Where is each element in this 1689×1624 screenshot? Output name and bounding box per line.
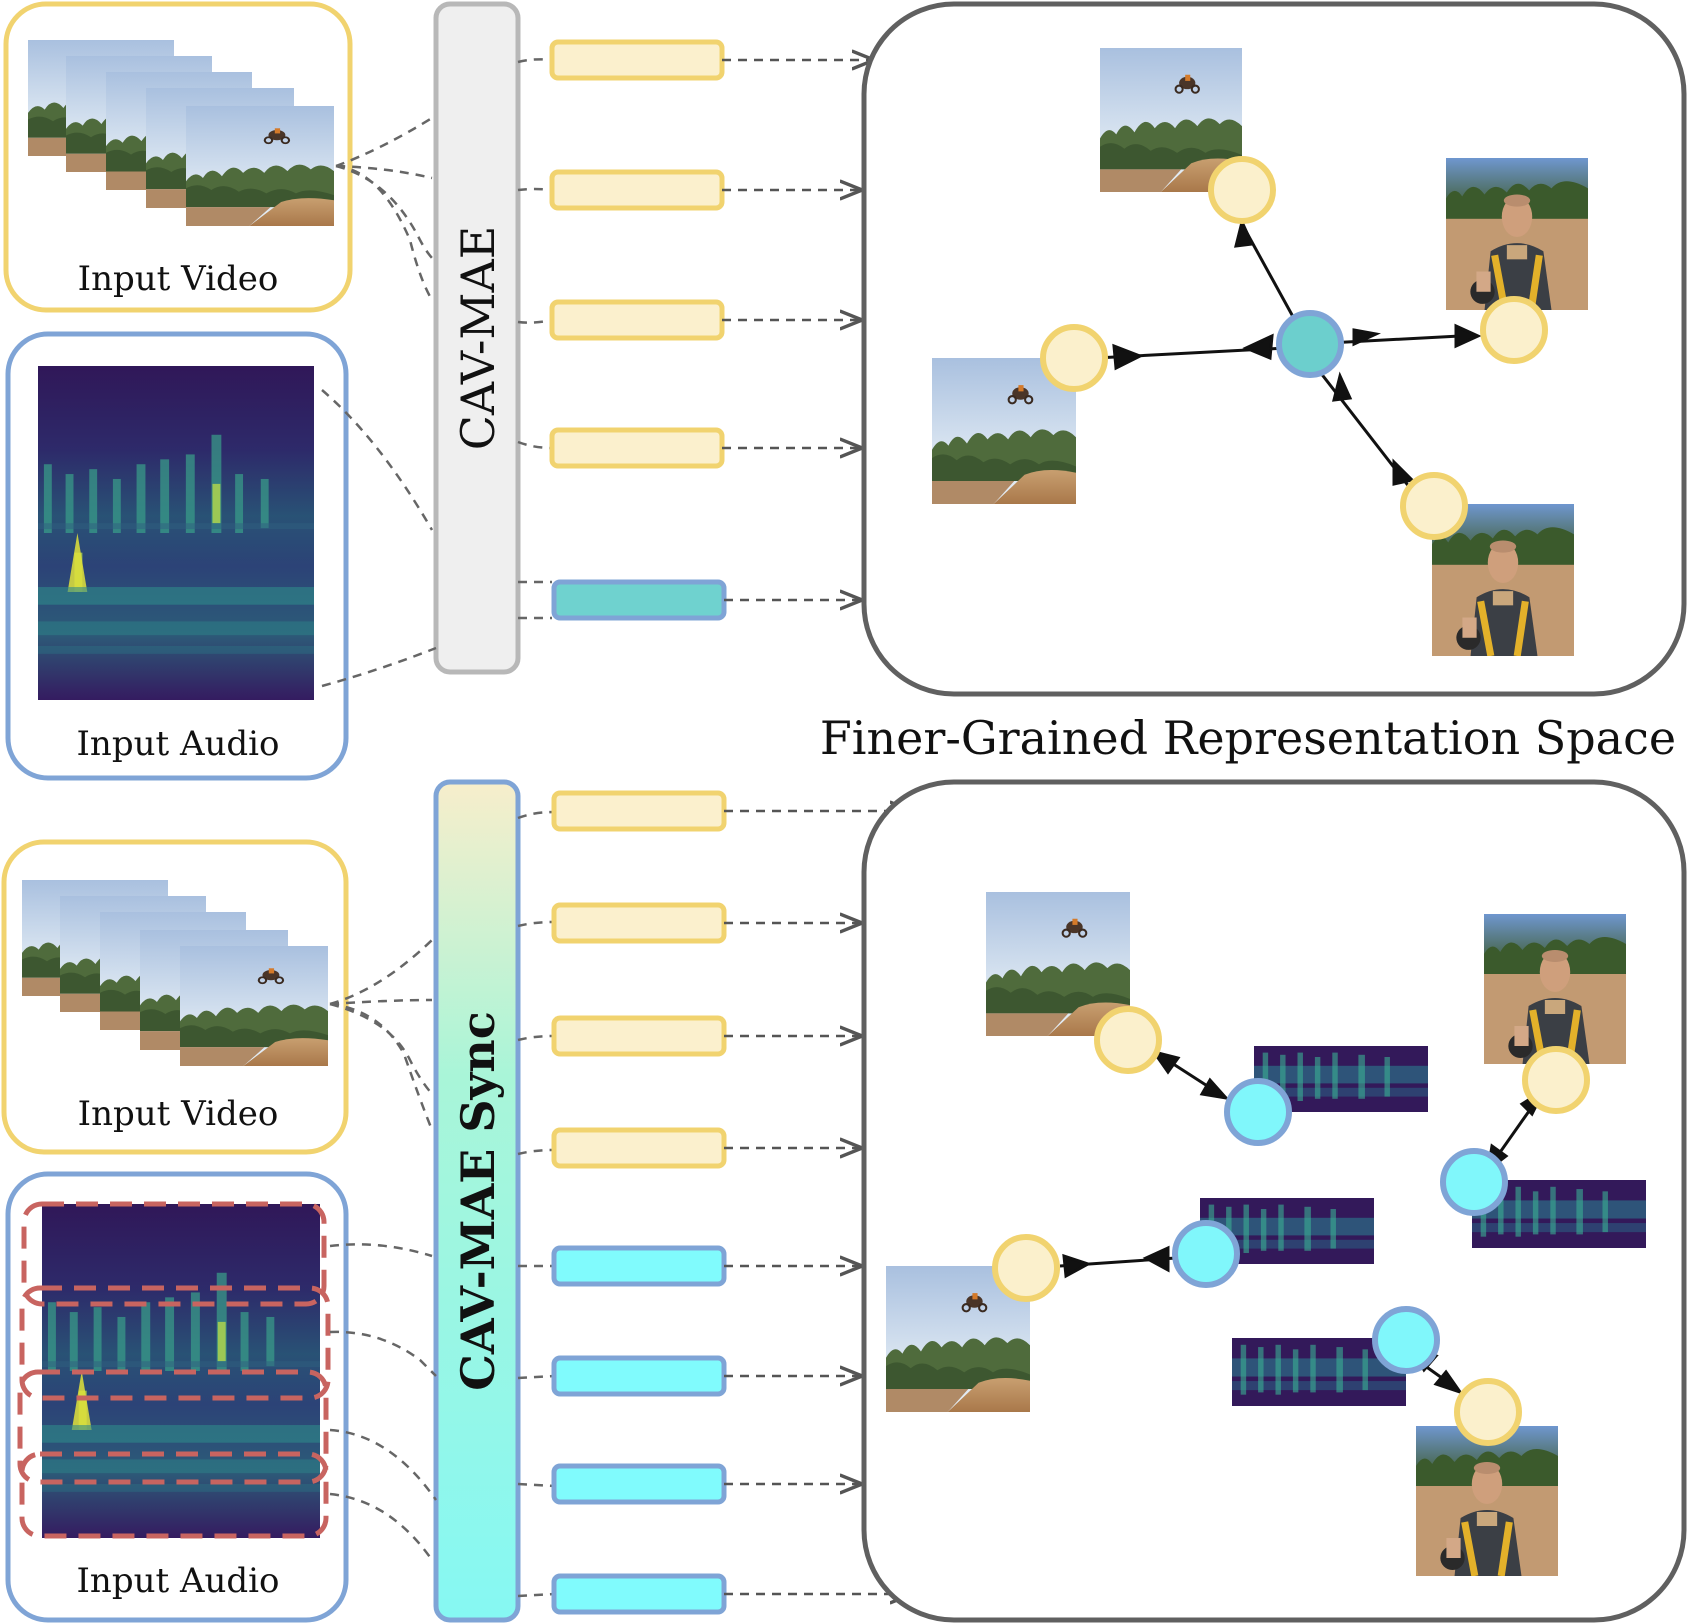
top-spectrogram [38,366,314,700]
bottom-video-label: Input Video [78,1094,279,1134]
bottom-audio-token [551,1463,727,1505]
top-token-arrows [722,60,872,600]
bottom-encoder-label: CAV-MAE Sync [451,1011,505,1390]
bottom-encoder-token-links [517,810,555,1598]
bottom-video-token [551,790,727,832]
bottom-audio-node [1440,1148,1508,1216]
bottom-video-token [551,1015,727,1057]
top-space-nodes [1040,156,1548,540]
bottom-input-links [329,939,438,1561]
bottom-encoder [433,779,521,1623]
space-label: Finer-Grained Representation Space [820,711,1676,765]
bottom-audio-label: Input Audio [76,1561,279,1601]
bottom-video-node [1094,1006,1162,1074]
bottom-audio-segments [17,1201,331,1539]
top-encoder-token-links [517,58,553,620]
top-video-node [1040,324,1108,392]
top-input-links [321,116,437,688]
bottom-token-arrows [724,811,910,1594]
top-video-node [1480,296,1548,364]
top-video-token [549,427,725,469]
bottom-video-node [1522,1046,1590,1114]
top-video-token [549,169,725,211]
top-video-token [549,39,725,81]
top-audio-node [1276,310,1344,378]
top-tokens [549,39,727,621]
bottom-space-nodes [992,1006,1590,1446]
bottom-video-token [551,902,727,944]
bottom-audio-node [1224,1078,1292,1146]
bottom-audio-node [1172,1220,1240,1288]
bottom-audio-token [551,1573,727,1615]
bottom-video-node [992,1234,1060,1302]
top-video-label: Input Video [78,259,279,299]
bottom-audio-token [551,1245,727,1287]
bottom-tokens [551,790,727,1615]
top-video-node [1400,472,1468,540]
bottom-audio-node [1372,1306,1440,1374]
top-encoder [433,1,521,675]
top-video-token [549,299,725,341]
bottom-video-node [1454,1378,1522,1446]
top-video-node [1208,156,1276,224]
top-audio-label: Input Audio [76,724,279,764]
top-encoder-label: CAV-MAE [451,226,505,451]
bottom-audio-token [551,1355,727,1397]
top-audio-token [551,579,727,621]
bottom-video-token [551,1127,727,1169]
